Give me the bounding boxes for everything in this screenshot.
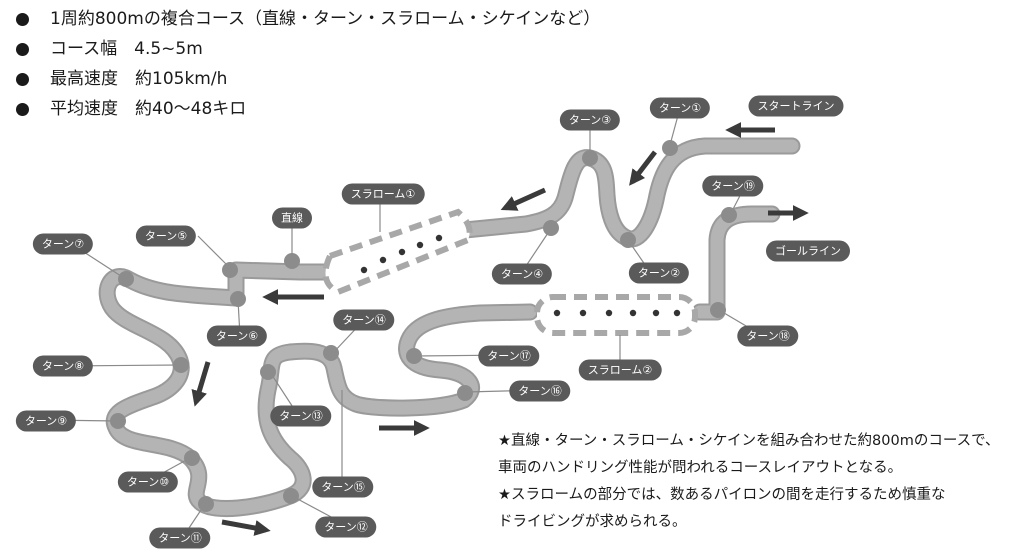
note-line: 車両のハンドリング性能が問われるコースレイアウトとなる。: [498, 460, 903, 476]
spec-item: 平均速度 約40〜48キロ: [14, 94, 600, 124]
pylon: [379, 256, 387, 264]
marker-turn-10: [184, 450, 200, 466]
marker-turn-2: [620, 232, 636, 248]
note-line: ★直線・ターン・スラローム・シケインを組み合わせた約800mのコースで、: [498, 433, 1000, 449]
slalom-1-label: スラローム①: [341, 183, 425, 205]
start-line-label: スタートライン: [748, 95, 844, 117]
spec-item: コース幅 4.5~5m: [14, 34, 600, 64]
marker-turn-7: [118, 271, 134, 287]
marker-turn-14: [323, 345, 339, 361]
pylon: [360, 266, 368, 274]
marker-turn-18: [710, 302, 726, 318]
spec-item: 最高速度 約105km/h: [14, 64, 600, 94]
bullet-dot: [16, 13, 29, 26]
turn-5-label: ターン⑤: [135, 225, 197, 247]
bullet-dot: [16, 103, 29, 116]
turn-11-label: ターン⑪: [149, 527, 211, 549]
spec-course-width: コース幅 4.5~5m: [50, 39, 203, 59]
direction-arrow: [629, 150, 657, 186]
spec-average-speed: 平均速度 約40〜48キロ: [50, 99, 247, 119]
marker-turn-16: [457, 385, 473, 401]
marker-turn-12: [283, 488, 299, 504]
turn-9-label: ターン⑨: [15, 410, 77, 432]
turn-1-label: ターン①: [649, 97, 711, 119]
marker-turn-6: [230, 291, 246, 307]
course-notes: ★直線・ターン・スラローム・シケインを組み合わせた約800mのコースで、 車両の…: [498, 428, 1018, 536]
marker-turn-19: [721, 207, 737, 223]
bullet-dot: [16, 43, 29, 56]
marker-turn-9: [110, 413, 126, 429]
turn-2-label: ターン②: [628, 262, 690, 284]
pylon: [579, 309, 587, 317]
turn-markers: [110, 140, 737, 512]
turn-15-label: ターン⑮: [312, 476, 374, 498]
pylon: [605, 309, 613, 317]
pylon: [398, 248, 406, 256]
direction-arrow: [221, 519, 271, 536]
spec-top-speed: 最高速度 約105km/h: [50, 69, 228, 89]
marker-turn-1: [662, 140, 678, 156]
marker-turn-11: [198, 496, 214, 512]
turn-17-label: ターン⑰: [478, 345, 540, 367]
pylon: [629, 309, 637, 317]
marker-turn-8: [173, 357, 189, 373]
bullet-dot: [16, 73, 29, 86]
slalom-2-zone: [534, 294, 698, 336]
turn-19-label: ターン⑲: [702, 175, 764, 197]
turn-14-label: ターン⑭: [333, 309, 395, 331]
spec-item: 1周約800mの複合コース（直線・ターン・スラローム・シケインなど）: [14, 4, 600, 34]
turn-10-label: ターン⑩: [117, 471, 179, 493]
goal-line-label: ゴールライン: [766, 240, 850, 262]
marker-straight: [284, 253, 300, 269]
turn-3-label: ターン③: [559, 109, 621, 131]
note-line: ドライビングが求められる。: [498, 514, 687, 530]
pylon: [553, 309, 561, 317]
pylon: [673, 309, 681, 317]
straight-label: 直線: [272, 207, 312, 229]
slalom-1-zone: [322, 208, 473, 296]
pylon: [416, 241, 424, 249]
marker-turn-3: [582, 150, 598, 166]
turn-18-label: ターン⑱: [737, 325, 799, 347]
turn-12-label: ターン⑫: [315, 516, 377, 538]
course-spec-list: 1周約800mの複合コース（直線・ターン・スラローム・シケインなど） コース幅 …: [14, 4, 600, 124]
marker-turn-13: [260, 364, 276, 380]
slalom-2-label: スラローム②: [578, 359, 662, 381]
direction-arrow: [191, 361, 211, 407]
turn-4-label: ターン④: [491, 263, 553, 285]
pylon: [652, 309, 660, 317]
direction-arrow: [500, 187, 547, 211]
turn-8-label: ターン⑧: [32, 355, 94, 377]
spec-lap-length: 1周約800mの複合コース（直線・ターン・スラローム・シケインなど）: [50, 9, 601, 29]
note-line: ★スラロームの部分では、数あるパイロンの間を走行するため慎重な: [498, 487, 946, 503]
turn-6-label: ターン⑥: [206, 325, 268, 347]
marker-turn-4: [543, 220, 559, 236]
marker-turn-5: [222, 262, 238, 278]
turn-13-label: ターン⑬: [270, 405, 332, 427]
turn-7-label: ターン⑦: [32, 233, 94, 255]
turn-16-label: ターン⑯: [509, 380, 571, 402]
pylon: [435, 234, 443, 242]
marker-turn-17: [406, 348, 422, 364]
